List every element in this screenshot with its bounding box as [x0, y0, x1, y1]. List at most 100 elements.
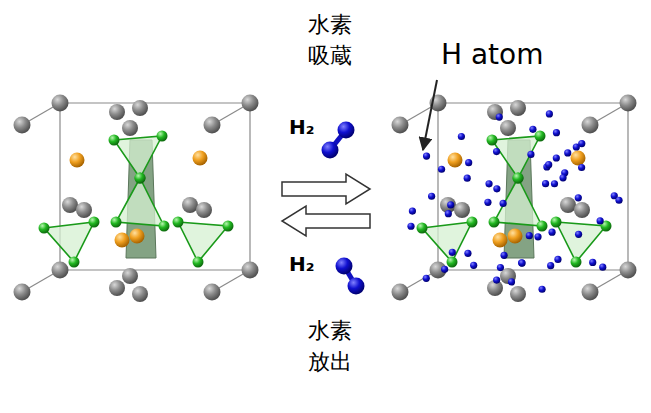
- corner-atom: [582, 284, 599, 301]
- green-atom: [417, 223, 428, 234]
- green-atom: [223, 221, 234, 232]
- hydrogen-atom: [464, 250, 471, 257]
- hydrogen-atom: [534, 233, 541, 240]
- hydrogen-atom: [575, 194, 582, 201]
- hydrogen-atom: [597, 217, 604, 224]
- hydrogen-atom: [497, 264, 504, 271]
- green-atom: [571, 257, 582, 268]
- green-triangle: [178, 222, 228, 262]
- molecule-label: H₂: [289, 252, 329, 276]
- green-atom: [135, 173, 146, 184]
- green-atom: [111, 217, 122, 228]
- hydrogen-atom: [470, 262, 477, 269]
- corner-atom: [204, 284, 221, 301]
- hydrogen-atom: [589, 259, 596, 266]
- corner-atom: [14, 284, 31, 301]
- h2-atom: [338, 122, 355, 139]
- hydrogen-atom: [484, 199, 491, 206]
- atom-label: H atom: [441, 38, 571, 72]
- metal-atom: [76, 202, 92, 218]
- hydrogen-atom: [564, 149, 571, 156]
- hydrogen-atom: [518, 259, 525, 266]
- hydrogen-atom: [428, 193, 435, 200]
- corner-atom: [392, 117, 409, 134]
- alloy-cell: [14, 95, 259, 303]
- green-atom: [193, 257, 204, 268]
- hydrogen-atom: [496, 113, 503, 120]
- hydrogen-atom: [553, 154, 560, 161]
- hydrogen-atom: [445, 210, 452, 217]
- cell-edge: [60, 103, 250, 270]
- absorb-arrow: [282, 174, 370, 204]
- green-triangle: [114, 136, 162, 178]
- hydrogen-atom: [548, 229, 555, 236]
- metal-atom: [130, 229, 145, 244]
- corner-atom: [52, 262, 69, 279]
- green-atom: [135, 173, 146, 184]
- h2-atom: [336, 258, 353, 275]
- green-atom: [39, 223, 50, 234]
- hydrogen-atom: [493, 277, 500, 284]
- hydrogen-atom: [615, 197, 622, 204]
- metal-atom: [448, 153, 463, 168]
- green-atom: [159, 221, 170, 232]
- hydrogen-atom: [578, 140, 585, 147]
- green-triangle: [494, 178, 542, 226]
- corner-atom: [242, 262, 259, 279]
- hydrogen-atom: [438, 166, 445, 173]
- release-arrow: [282, 206, 370, 236]
- green-atom: [487, 135, 498, 146]
- hydrogen-atom: [493, 148, 500, 155]
- metal-atom: [508, 229, 523, 244]
- metal-atom: [454, 202, 470, 218]
- green-atom: [89, 217, 100, 228]
- metal-atom: [109, 280, 125, 296]
- metal-atom: [500, 120, 516, 136]
- leader-line: [423, 80, 437, 150]
- green-atom: [157, 131, 168, 142]
- metal-atom: [193, 151, 208, 166]
- hydrogen-atom: [493, 185, 500, 192]
- hydrogen-atom: [464, 175, 471, 182]
- green-triangle: [116, 178, 164, 226]
- metal-atom: [115, 233, 130, 248]
- hydrogen-atom: [465, 159, 472, 166]
- molecule-label: H₂: [289, 115, 329, 139]
- hydrogen-atom: [508, 278, 515, 285]
- hydrogen-atom: [529, 126, 536, 133]
- hydrogen-atom: [485, 180, 492, 187]
- hydrogen-atom: [527, 151, 534, 158]
- hydrogen-atom: [575, 231, 582, 238]
- green-triangle: [422, 222, 472, 262]
- corner-atom: [204, 117, 221, 134]
- process-label: 水素 吸蔵: [304, 10, 356, 72]
- green-atom: [513, 173, 524, 184]
- hydrogen-atom: [423, 275, 430, 282]
- process-label: 水素 放出: [304, 316, 356, 378]
- metal-atom: [493, 233, 508, 248]
- corner-atom: [14, 117, 31, 134]
- hydrogen-atom: [407, 223, 414, 230]
- metal-atom: [560, 197, 576, 213]
- metal-atom: [574, 202, 590, 218]
- green-atom: [489, 217, 500, 228]
- metal-atom: [122, 120, 138, 136]
- corner-atom: [52, 95, 69, 112]
- metal-atom: [109, 104, 125, 120]
- metal-atom: [122, 268, 138, 284]
- green-triangle: [492, 136, 540, 178]
- hydrogen-atom: [409, 207, 416, 214]
- green-atom: [467, 217, 478, 228]
- corner-atom: [620, 95, 637, 112]
- hydrogen-atom: [546, 110, 553, 117]
- cell-edge: [438, 103, 628, 270]
- hydrogen-atom: [554, 256, 561, 263]
- hydrogen-atom: [542, 180, 549, 187]
- green-atom: [173, 217, 184, 228]
- green-atom: [109, 135, 120, 146]
- hydrogen-atom: [559, 174, 566, 181]
- corner-atom: [582, 117, 599, 134]
- hydrogen-atom: [500, 252, 507, 259]
- corner-atom: [392, 284, 409, 301]
